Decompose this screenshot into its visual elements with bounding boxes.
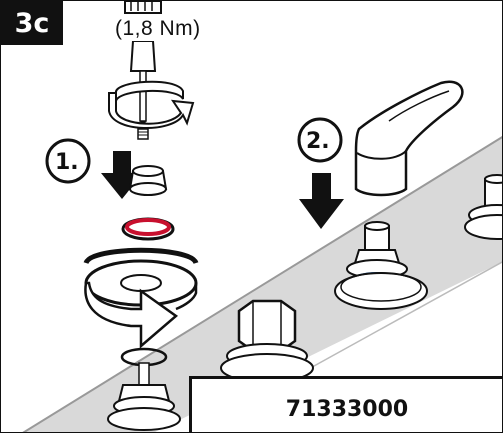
deck-edge-top [22, 136, 502, 432]
spout-hex-nut [220, 299, 314, 383]
model-number-box: 71333000 [189, 376, 502, 432]
rotation-arrow-large [83, 247, 199, 349]
center-valve-cartridge [334, 221, 428, 310]
red-seal-ring [121, 217, 175, 241]
torque-label: (1,8 Nm) [113, 17, 203, 41]
lower-valve-body [107, 362, 181, 431]
step-1-marker: 1. [45, 138, 91, 184]
step-2-label: 2. [306, 129, 330, 154]
down-arrow-1-icon [101, 151, 143, 199]
step-2-marker: 2. [297, 117, 343, 163]
model-number: 71333000 [285, 397, 409, 422]
fixing-screw [137, 128, 149, 140]
valve-cap [128, 165, 168, 196]
step-1-label: 1. [55, 150, 79, 175]
right-valve [464, 174, 502, 240]
down-arrow-2-icon [299, 173, 344, 229]
lever-handle [354, 80, 464, 197]
rotation-arrow-small [108, 80, 195, 130]
step-badge: 3c [1, 1, 63, 45]
